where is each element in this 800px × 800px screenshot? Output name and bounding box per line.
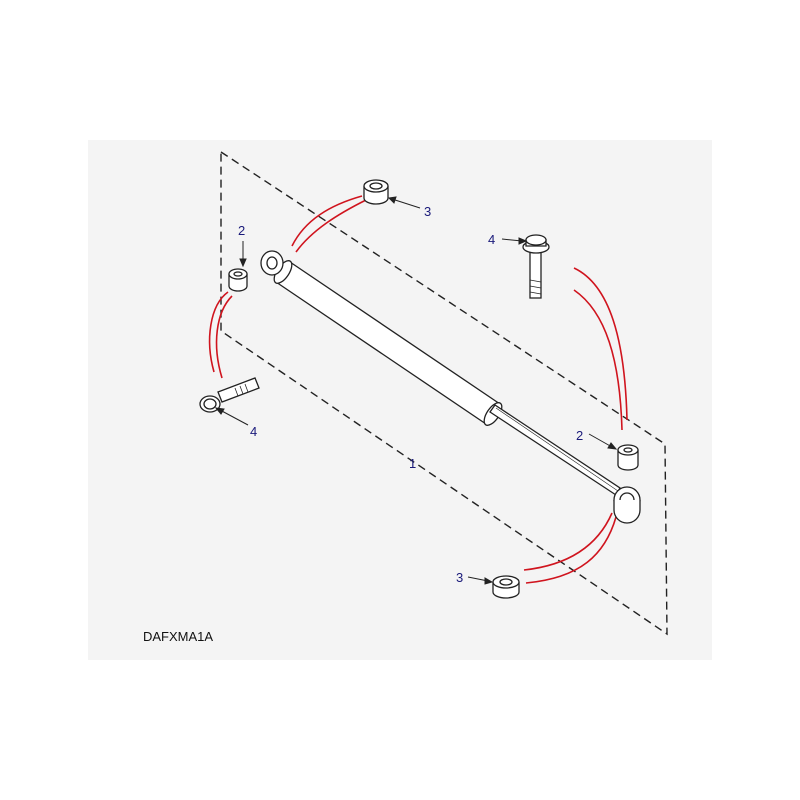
arrow-3-top <box>391 198 421 209</box>
callout-4-right: 4 <box>488 232 495 247</box>
leader-left-spacer-2 <box>215 295 233 379</box>
callout-4-left: 4 <box>250 424 257 439</box>
assembly-boundary <box>220 150 668 636</box>
gas-strut <box>260 250 641 524</box>
strut-bottom-eye-side <box>613 500 641 524</box>
spacer-right <box>617 444 639 471</box>
strut-piston-rod <box>489 404 621 496</box>
spacer-left <box>228 268 248 292</box>
callout-2-right: 2 <box>576 428 583 443</box>
strut-top-eye-hole <box>266 256 278 270</box>
flange-nut-top <box>363 179 389 205</box>
leader-top-nut-1 <box>291 195 363 247</box>
arrow-2-right <box>588 433 613 448</box>
leader-bottom-nut-1 <box>523 512 613 571</box>
callout-3-bottom: 3 <box>456 570 463 585</box>
leader-top-nut-2 <box>295 199 367 253</box>
bolt-left <box>199 377 260 413</box>
leader-right-bolt-1 <box>573 267 628 421</box>
diagram-background-panel <box>88 140 712 660</box>
callout-1: 1 <box>409 456 416 471</box>
leader-right-bolt-2 <box>573 289 623 431</box>
callout-3-top: 3 <box>424 204 431 219</box>
flange-nut-bottom <box>492 575 520 599</box>
leader-bottom-nut-2 <box>525 516 617 584</box>
figure-code: DAFXMA1A <box>143 629 213 644</box>
callout-2-top: 2 <box>238 223 245 238</box>
callout-arrows <box>214 196 618 585</box>
leader-left-spacer-1 <box>208 291 229 373</box>
leader-lines <box>208 195 628 584</box>
strut-cylinder <box>275 261 501 425</box>
bolt-right <box>522 234 550 299</box>
strut-rod-highlight <box>495 407 619 492</box>
arrow-4-left <box>219 409 249 426</box>
